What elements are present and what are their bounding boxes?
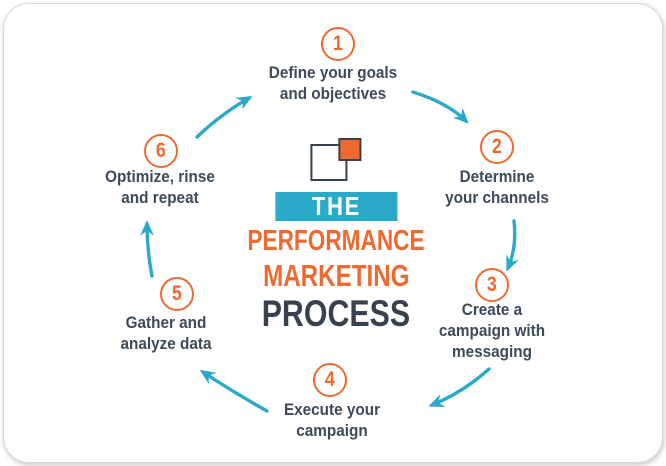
overlapping-squares-icon (310, 138, 362, 183)
step-2-label: Determine your channels (445, 167, 549, 208)
step-1-label: Define your goals and objectives (268, 63, 398, 104)
step-5-number: 5 (172, 282, 182, 305)
logo-word-marketing: MARKETING (262, 258, 410, 293)
logo-word-process: PROCESS (261, 293, 411, 334)
step-5-label: Gather and analyze data (120, 313, 212, 354)
step-5-number-badge: 5 (160, 277, 194, 311)
step-4-number: 4 (325, 368, 335, 391)
step-6-number-badge: 6 (144, 134, 178, 168)
step-6-number: 6 (156, 139, 166, 162)
step-4-label: Execute your campaign (283, 400, 381, 441)
step-3-label: Create a campaign with messaging (438, 300, 546, 362)
step-4-number-badge: 4 (313, 363, 347, 397)
logo-word-the: THE (311, 191, 361, 221)
step-2-number-badge: 2 (480, 130, 514, 164)
logo-the-banner: THE (274, 191, 397, 221)
logo: THE PERFORMANCE MARKETING PROCESS (222, 138, 449, 332)
step-2-number: 2 (492, 135, 502, 158)
step-1-number: 1 (333, 32, 343, 55)
step-6-label: Optimize, rinse and repeat (105, 167, 215, 208)
logo-word-performance: PERFORMANCE (247, 225, 425, 257)
step-1-number-badge: 1 (321, 27, 355, 61)
step-3-number-badge: 3 (475, 268, 509, 302)
step-3-number: 3 (487, 273, 497, 296)
logo-orange-square (338, 138, 362, 161)
